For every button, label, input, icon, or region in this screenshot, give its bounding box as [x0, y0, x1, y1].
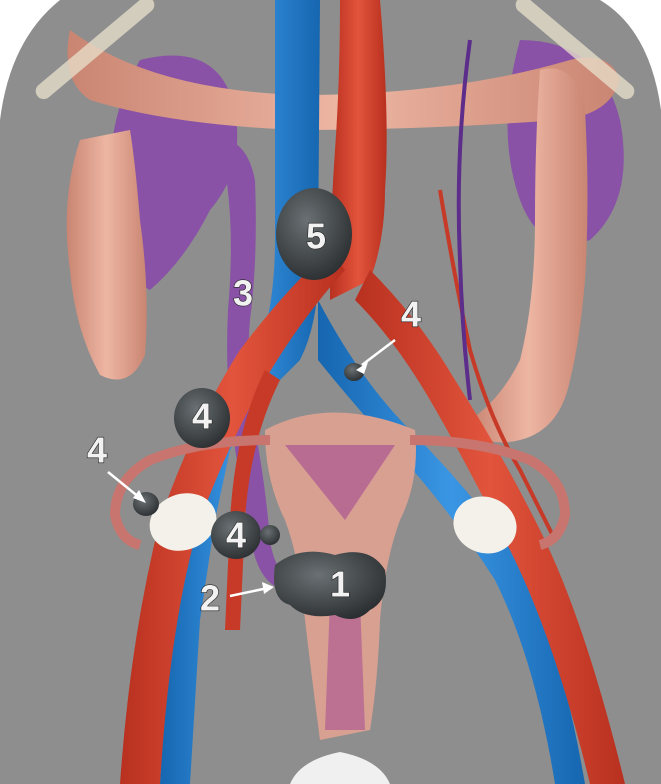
- cervical-canal: [325, 600, 365, 730]
- label-pelvic-node-left-mid: 4: [226, 515, 246, 556]
- label-pelvic-node-left-low: 4: [87, 430, 107, 471]
- pelvic-node-small: [260, 525, 280, 545]
- label-pelvic-node-right-upper: 4: [401, 294, 421, 335]
- label-ureter: 3: [233, 273, 253, 314]
- label-pelvic-node-left-upper: 4: [192, 396, 212, 437]
- label-parametrial-extension: 2: [200, 578, 220, 619]
- label-cervical-tumor: 1: [330, 564, 350, 605]
- label-para-aortic-node: 5: [306, 216, 326, 257]
